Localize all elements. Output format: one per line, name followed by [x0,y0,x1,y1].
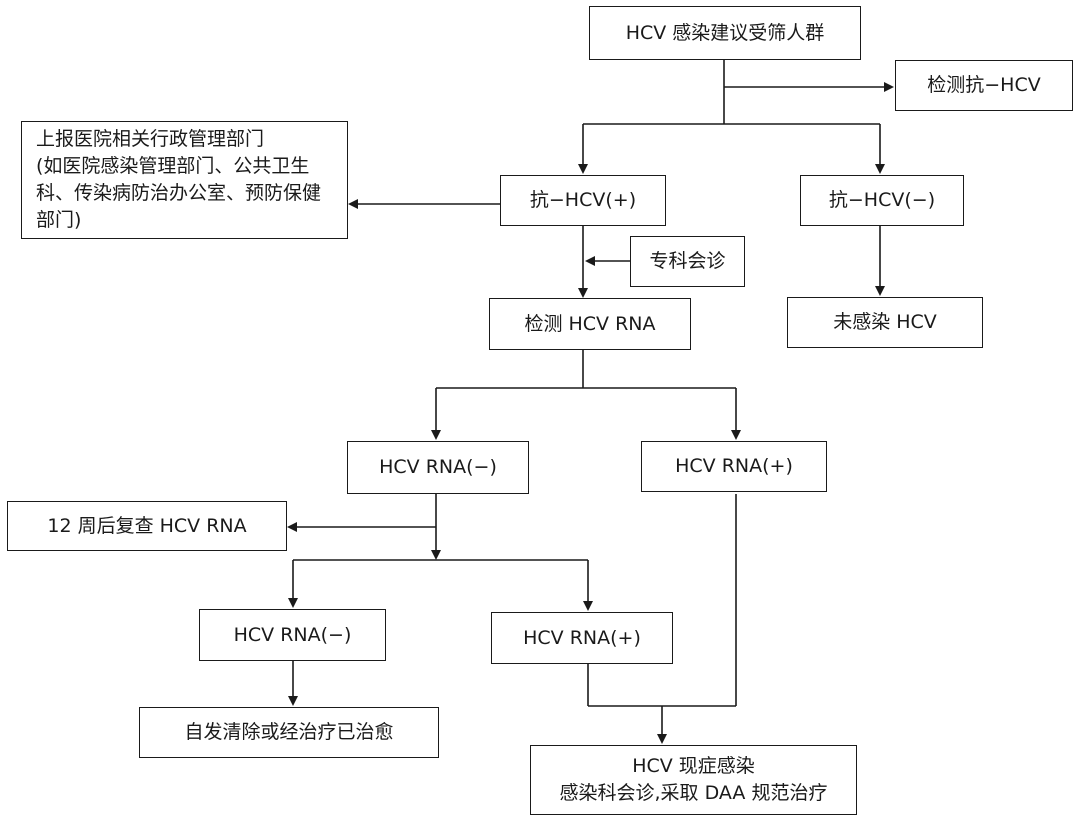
anti-hcv-negative-box: 抗−HCV(−) [800,175,964,226]
recheck-12-weeks-text: 12 周后复查 HCV RNA [47,514,247,537]
no-infection-text: 未感染 HCV [833,311,937,333]
cleared-or-cured-text: 自发清除或经治疗已治愈 [184,721,394,743]
current-infection-line-2: 感染科会诊,采取 DAA 规范治疗 [559,782,828,804]
test-anti-hcv-text: 检测抗−HCV [927,74,1041,96]
hcv-rna-negative-box-2: HCV RNA(−) [199,609,386,661]
report-line-1: 上报医院相关行政管理部门 [36,128,265,150]
report-departments-box: 上报医院相关行政管理部门 (如医院感染管理部门、公共卫生 科、传染病防治办公室、… [21,121,348,239]
specialist-consult-text: 专科会诊 [649,250,726,272]
hcv-rna-positive-text-1: HCV RNA(+) [675,455,793,477]
screening-population-box: HCV 感染建议受筛人群 [589,6,861,60]
no-infection-box: 未感染 HCV [787,297,983,348]
anti-hcv-positive-box: 抗−HCV(+) [500,175,666,226]
anti-hcv-positive-text: 抗−HCV(+) [529,189,637,211]
test-hcv-rna-box: 检测 HCV RNA [489,298,691,350]
hcv-rna-positive-text-2: HCV RNA(+) [523,626,641,649]
report-line-4: 部门) [36,209,82,231]
hcv-rna-positive-box-1: HCV RNA(+) [641,441,827,492]
current-infection-line-1: HCV 现症感染 [632,755,755,777]
hcv-rna-negative-text-2: HCV RNA(−) [233,623,352,646]
hcv-rna-negative-box-1: HCV RNA(−) [347,441,529,494]
current-infection-box: HCV 现症感染 感染科会诊,采取 DAA 规范治疗 [530,745,857,815]
hcv-rna-negative-text-1: HCV RNA(−) [379,456,497,478]
report-line-3: 科、传染病防治办公室、预防保健 [36,182,322,204]
cleared-or-cured-box: 自发清除或经治疗已治愈 [139,707,439,758]
test-anti-hcv-box: 检测抗−HCV [895,60,1073,111]
screening-population-text: HCV 感染建议受筛人群 [625,21,825,44]
hcv-rna-positive-box-2: HCV RNA(+) [491,612,673,664]
specialist-consult-box: 专科会诊 [630,236,745,287]
test-hcv-rna-text: 检测 HCV RNA [524,312,656,335]
report-line-2: (如医院感染管理部门、公共卫生 [36,155,310,177]
recheck-12-weeks-box: 12 周后复查 HCV RNA [7,501,287,551]
anti-hcv-negative-text: 抗−HCV(−) [828,189,936,211]
